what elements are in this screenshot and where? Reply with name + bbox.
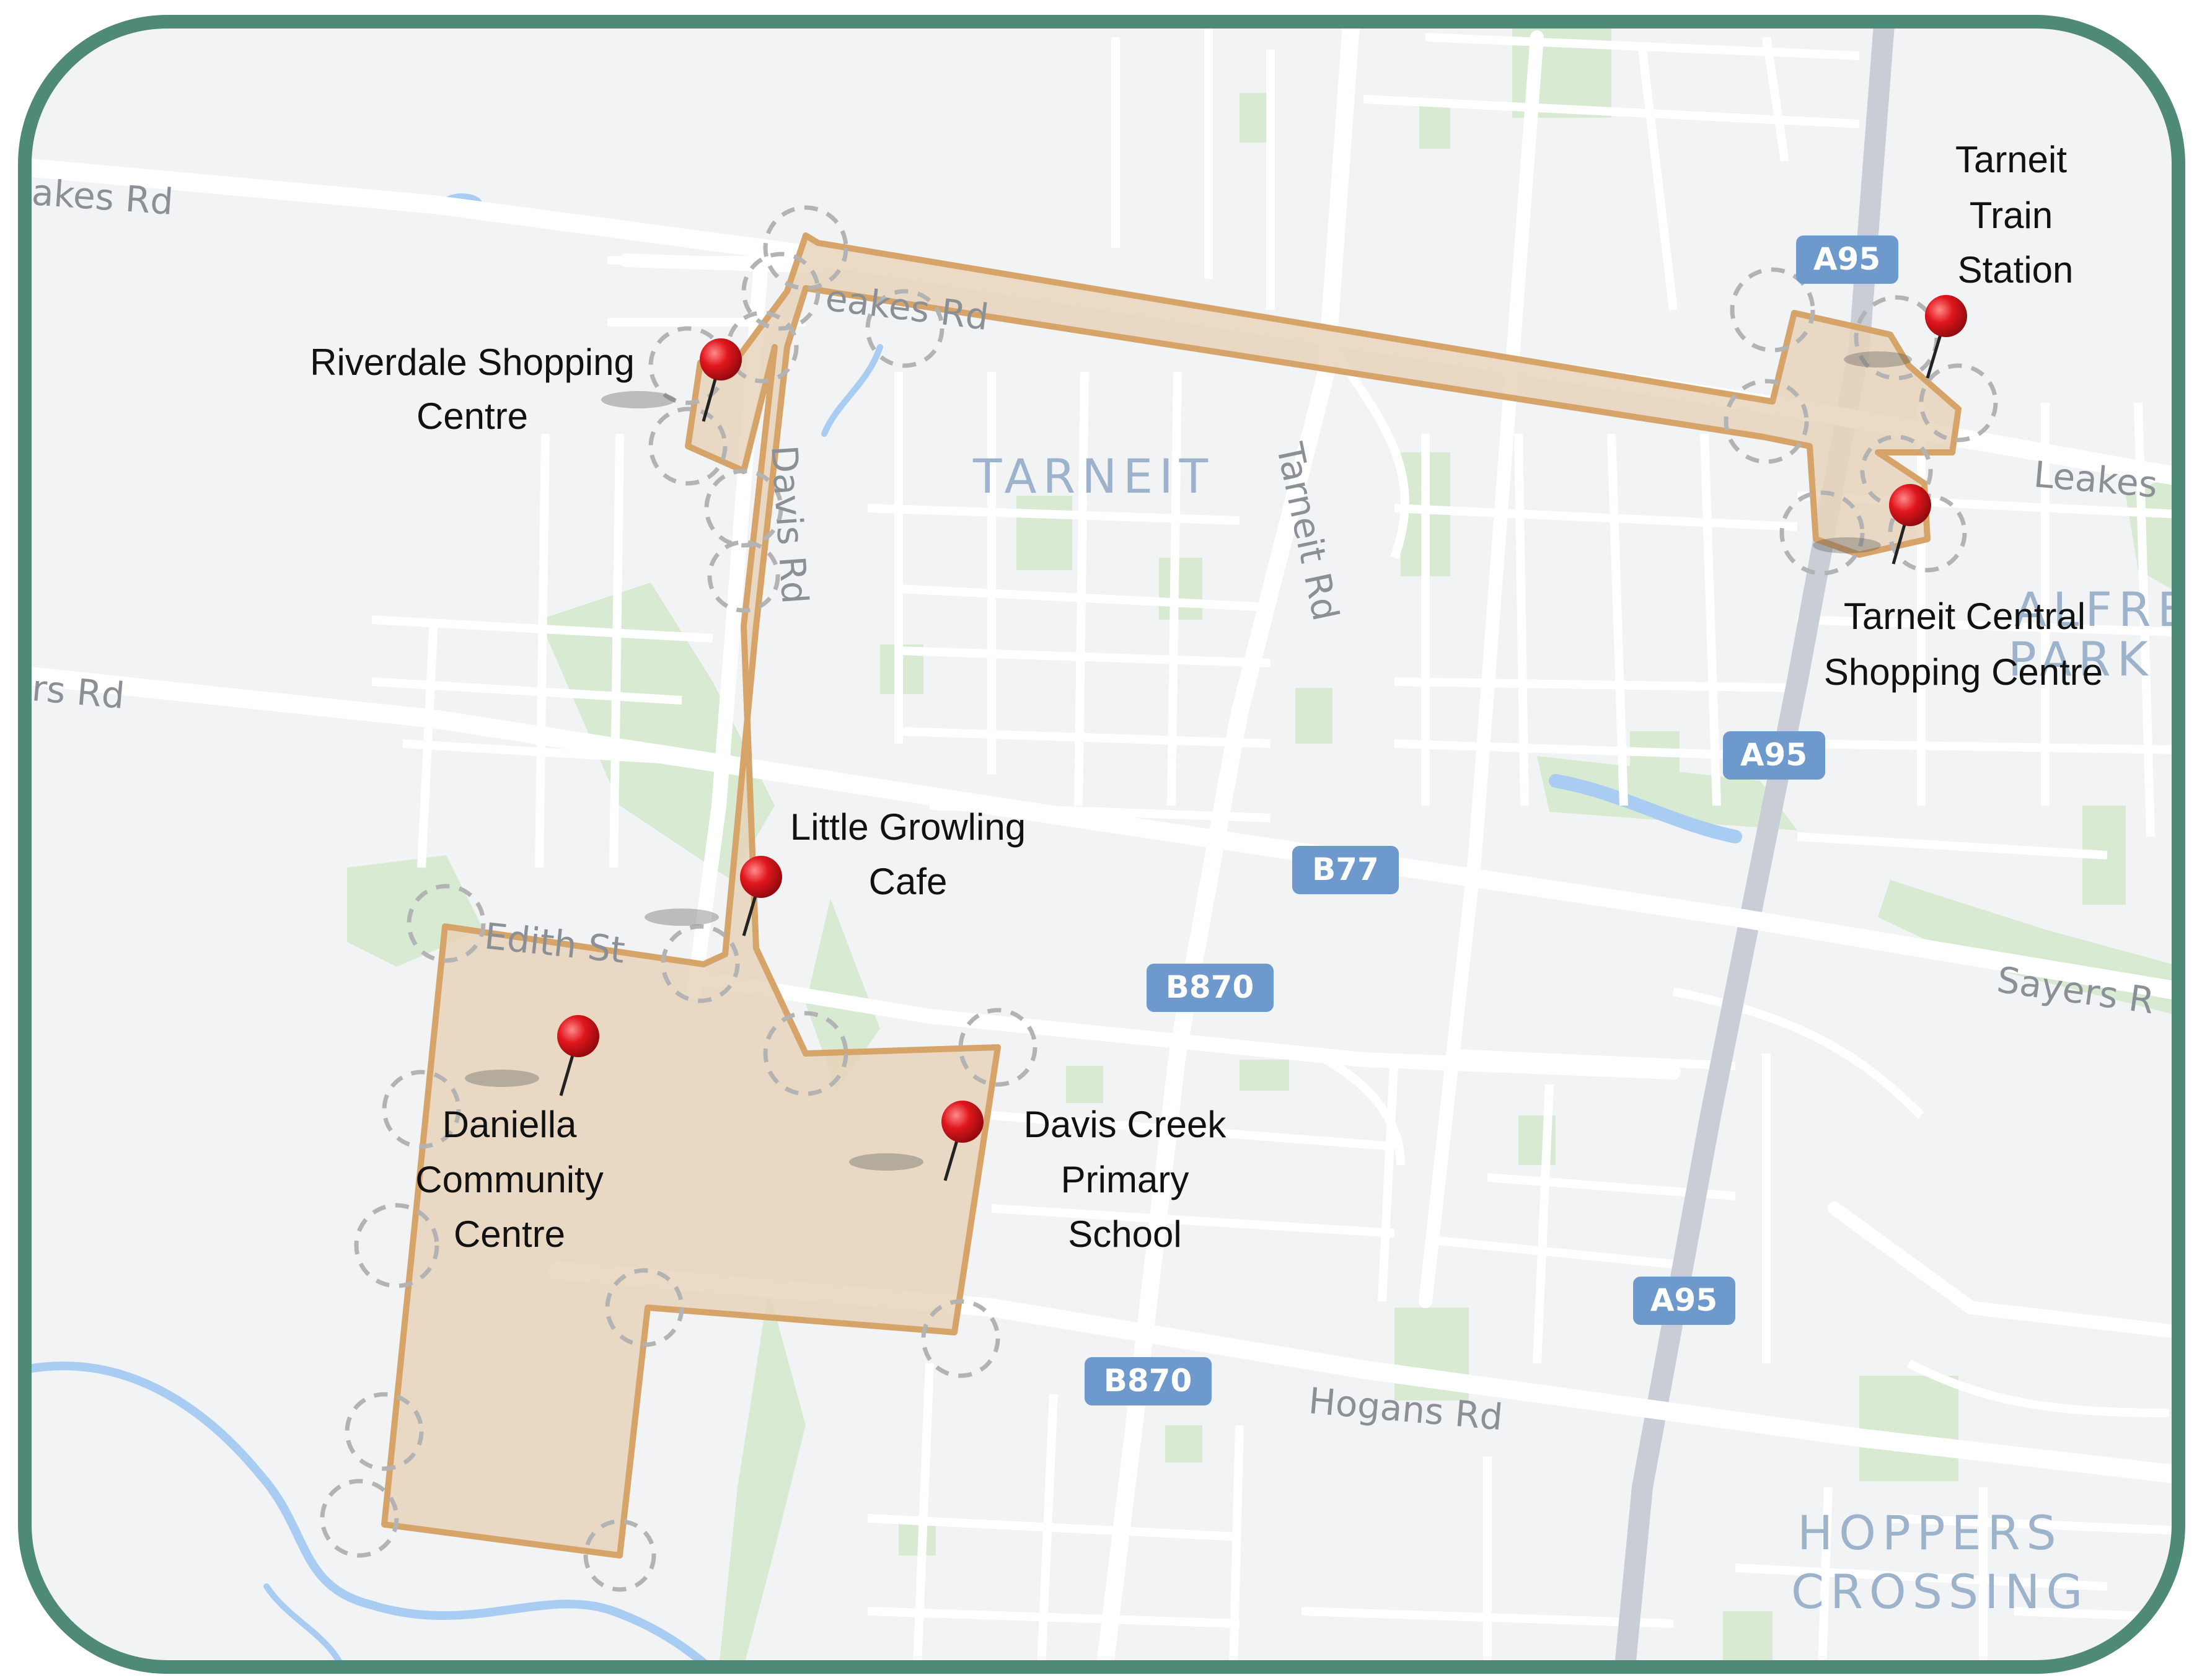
svg-text:A95: A95 bbox=[1813, 241, 1880, 277]
svg-text:Centre: Centre bbox=[454, 1213, 565, 1255]
road-label-sayers-west: rs Rd bbox=[30, 667, 126, 717]
svg-text:Centre: Centre bbox=[416, 395, 528, 437]
pin-tarneit-central-shopping-centre[interactable] bbox=[1813, 484, 1931, 565]
suburb-hoppers: HOPPERS bbox=[1797, 1505, 2063, 1560]
route-shield-a95-low: A95 bbox=[1633, 1277, 1735, 1325]
map-frame-border bbox=[18, 15, 2185, 1674]
svg-text:Cafe: Cafe bbox=[869, 861, 948, 902]
route-shield-b870-top: B870 bbox=[1147, 964, 1274, 1012]
catchment-zone bbox=[381, 232, 1962, 1559]
rail-line bbox=[1613, 24, 1895, 1667]
label-little-growling-cafe: Little Growling Cafe bbox=[790, 806, 1026, 902]
label-daniella-community-centre: Daniella Community Centre bbox=[415, 1104, 603, 1255]
suburb-crossing: CROSSING bbox=[1791, 1564, 2089, 1619]
svg-text:Shopping Centre: Shopping Centre bbox=[1824, 651, 2103, 693]
suburb-park: PARK bbox=[2008, 631, 2154, 687]
suburb-alfred: ALFRED bbox=[2014, 582, 2202, 637]
svg-text:B870: B870 bbox=[1104, 1363, 1192, 1399]
road-label-leakes-west: akes Rd bbox=[30, 171, 175, 223]
svg-text:Tarneit: Tarneit bbox=[1955, 139, 2067, 180]
label-riverdale-shopping-centre: Riverdale Shopping Centre bbox=[310, 341, 635, 437]
svg-text:A95: A95 bbox=[1650, 1282, 1717, 1318]
svg-text:B870: B870 bbox=[1166, 969, 1254, 1005]
pin-tarneit-train-station[interactable] bbox=[1844, 295, 1967, 379]
svg-text:Primary: Primary bbox=[1061, 1159, 1189, 1200]
pin-little-growling-cafe[interactable] bbox=[645, 856, 782, 936]
svg-text:Davis Creek: Davis Creek bbox=[1024, 1104, 1227, 1145]
route-shield-b77: B77 bbox=[1292, 846, 1399, 894]
route-shield-a95-mid: A95 bbox=[1723, 731, 1825, 780]
pin-riverdale-shopping-centre[interactable] bbox=[601, 338, 742, 422]
route-shield-a95-top: A95 bbox=[1796, 235, 1898, 284]
svg-text:A95: A95 bbox=[1740, 737, 1807, 773]
major-roads bbox=[25, 22, 2178, 1667]
svg-text:Train: Train bbox=[1970, 195, 2053, 236]
svg-text:Riverdale Shopping: Riverdale Shopping bbox=[310, 341, 635, 383]
route-shield-b870-low: B870 bbox=[1085, 1357, 1212, 1405]
svg-text:Little Growling: Little Growling bbox=[790, 806, 1026, 848]
label-tarneit-train-station: Tarneit Train Station bbox=[1955, 139, 2073, 291]
svg-text:School: School bbox=[1068, 1213, 1181, 1255]
label-tarneit-central-shopping-centre: Tarneit Central Shopping Centre bbox=[1824, 596, 2103, 693]
svg-text:Community: Community bbox=[415, 1159, 603, 1200]
label-davis-creek-primary-school: Davis Creek Primary School bbox=[1024, 1104, 1227, 1255]
suburb-tarneit: TARNEIT bbox=[972, 449, 1214, 504]
svg-text:Station: Station bbox=[1958, 249, 2074, 291]
pin-daniella-community-centre[interactable] bbox=[465, 1015, 599, 1096]
pin-davis-creek-primary-school[interactable] bbox=[849, 1101, 984, 1181]
svg-text:Tarneit Central: Tarneit Central bbox=[1844, 596, 2085, 637]
svg-text:B77: B77 bbox=[1312, 851, 1379, 887]
water-features bbox=[25, 344, 1742, 1667]
svg-text:Daniella: Daniella bbox=[443, 1104, 577, 1145]
minor-streets bbox=[371, 25, 2178, 1667]
